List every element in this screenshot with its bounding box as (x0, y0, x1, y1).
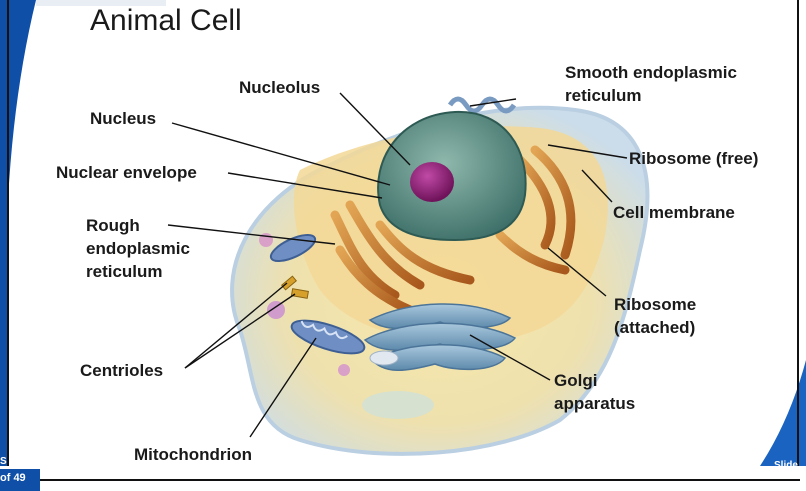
nucleolus-shape (410, 162, 454, 202)
frame-right-line (797, 0, 799, 466)
label-smooth-er: Smooth endoplasmic reticulum (565, 61, 737, 107)
vacuole (362, 391, 434, 419)
label-mitochondrion: Mitochondrion (134, 443, 252, 466)
label-smooth-er-line2: reticulum (565, 84, 737, 107)
vesicle (267, 301, 285, 319)
label-rough-er-line1: Rough (86, 214, 190, 237)
label-rough-er-line3: reticulum (86, 260, 190, 283)
label-nucleolus: Nucleolus (239, 76, 320, 99)
footer-left-char: S (0, 456, 7, 467)
frame-right-swoosh (760, 360, 806, 466)
vesicle (338, 364, 350, 376)
label-ribosome-attached-line2: (attached) (614, 316, 696, 339)
label-nucleus: Nucleus (90, 107, 156, 130)
label-rough-er-line2: endoplasmic (86, 237, 190, 260)
page-title: Animal Cell (90, 4, 242, 38)
label-golgi: Golgi apparatus (554, 369, 635, 415)
label-ribosome-attached-line1: Ribosome (614, 293, 696, 316)
footer-line (40, 479, 800, 481)
label-smooth-er-line1: Smooth endoplasmic (565, 61, 737, 84)
label-ribosome-attached: Ribosome (attached) (614, 293, 696, 339)
label-centrioles: Centrioles (80, 359, 163, 382)
label-golgi-line1: Golgi (554, 369, 635, 392)
footer-slide-word: Slide (774, 460, 798, 471)
frame-left-swoosh (0, 0, 36, 470)
label-cell-membrane: Cell membrane (613, 201, 735, 224)
frame-left-line (7, 0, 9, 470)
label-ribosome-free: Ribosome (free) (629, 147, 758, 170)
page-counter: of 49 (0, 472, 26, 484)
label-rough-er: Rough endoplasmic reticulum (86, 214, 190, 283)
label-nuclear-envelope: Nuclear envelope (56, 161, 197, 184)
footer-bar (0, 466, 806, 491)
vesicle (370, 351, 398, 365)
label-golgi-line2: apparatus (554, 392, 635, 415)
